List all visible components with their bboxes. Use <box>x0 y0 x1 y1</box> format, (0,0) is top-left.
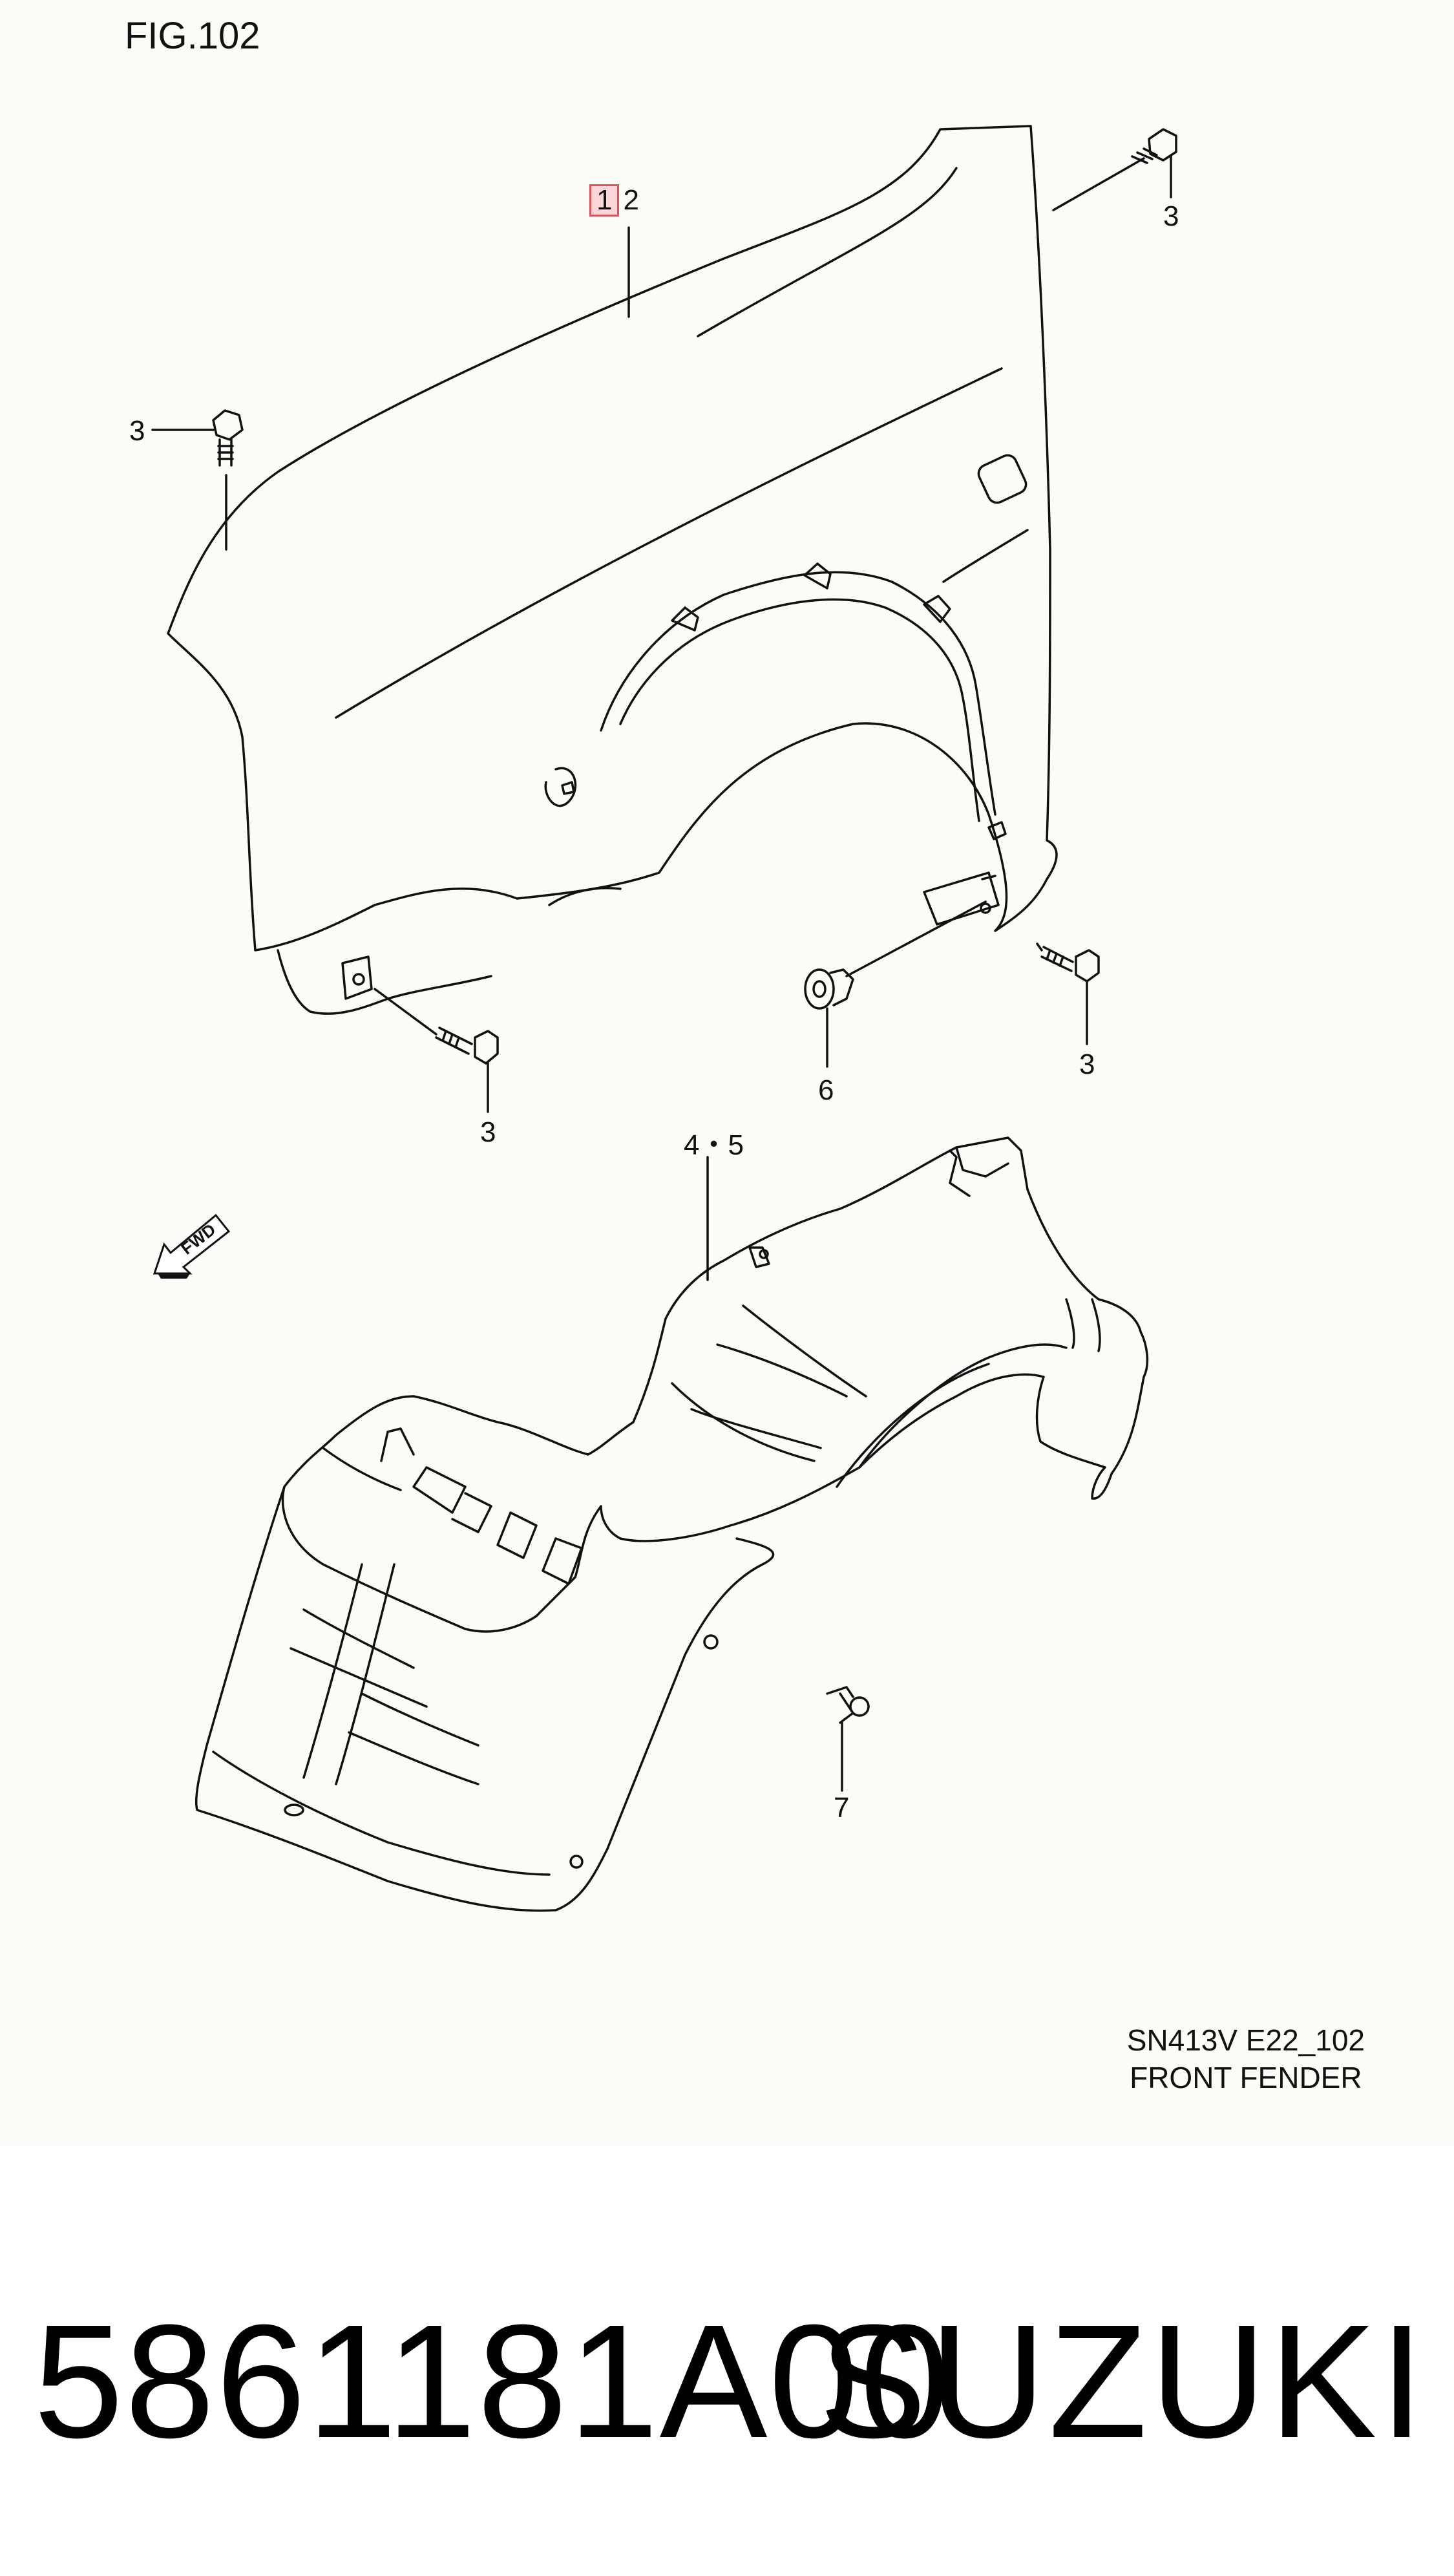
callout-fender-number: 2 <box>623 184 639 216</box>
figure-code: SN413V E22_102 <box>1126 2023 1365 2057</box>
callout-clip[interactable]: 6 <box>818 1074 834 1106</box>
figure-title: FIG.102 <box>125 15 260 57</box>
bolt-top-right-drawing <box>1052 128 1177 211</box>
callout-rivet[interactable]: 7 <box>834 1792 850 1824</box>
bolt-left-drawing <box>151 409 244 551</box>
diagram-drawing <box>151 125 1177 1912</box>
callout-bolt-right[interactable]: 3 <box>1079 1048 1095 1080</box>
clip-drawing <box>804 900 987 1068</box>
callout-bolt-top-right[interactable]: 3 <box>1163 200 1179 232</box>
forward-arrow-icon: FWD <box>153 1213 231 1279</box>
callout-bolt-left[interactable]: 3 <box>129 415 145 447</box>
bolt-bottom-drawing <box>374 988 499 1113</box>
highlighted-part-ref[interactable]: 1 <box>589 184 620 217</box>
callout-bolt-bottom[interactable]: 3 <box>480 1116 496 1148</box>
part-number: 5861181A00 <box>34 2291 951 2471</box>
brand-name: SUZUKI <box>819 2291 1427 2471</box>
callout-liner[interactable]: 4・5 <box>684 1129 744 1161</box>
bolt-right-drawing <box>1036 942 1100 1045</box>
liner-outline <box>195 1136 1149 1912</box>
figure-name: FRONT FENDER <box>1130 2060 1362 2094</box>
fender-outline <box>167 125 1058 1015</box>
figure-caption: SN413V E22_102 FRONT FENDER <box>1127 2022 1365 2096</box>
